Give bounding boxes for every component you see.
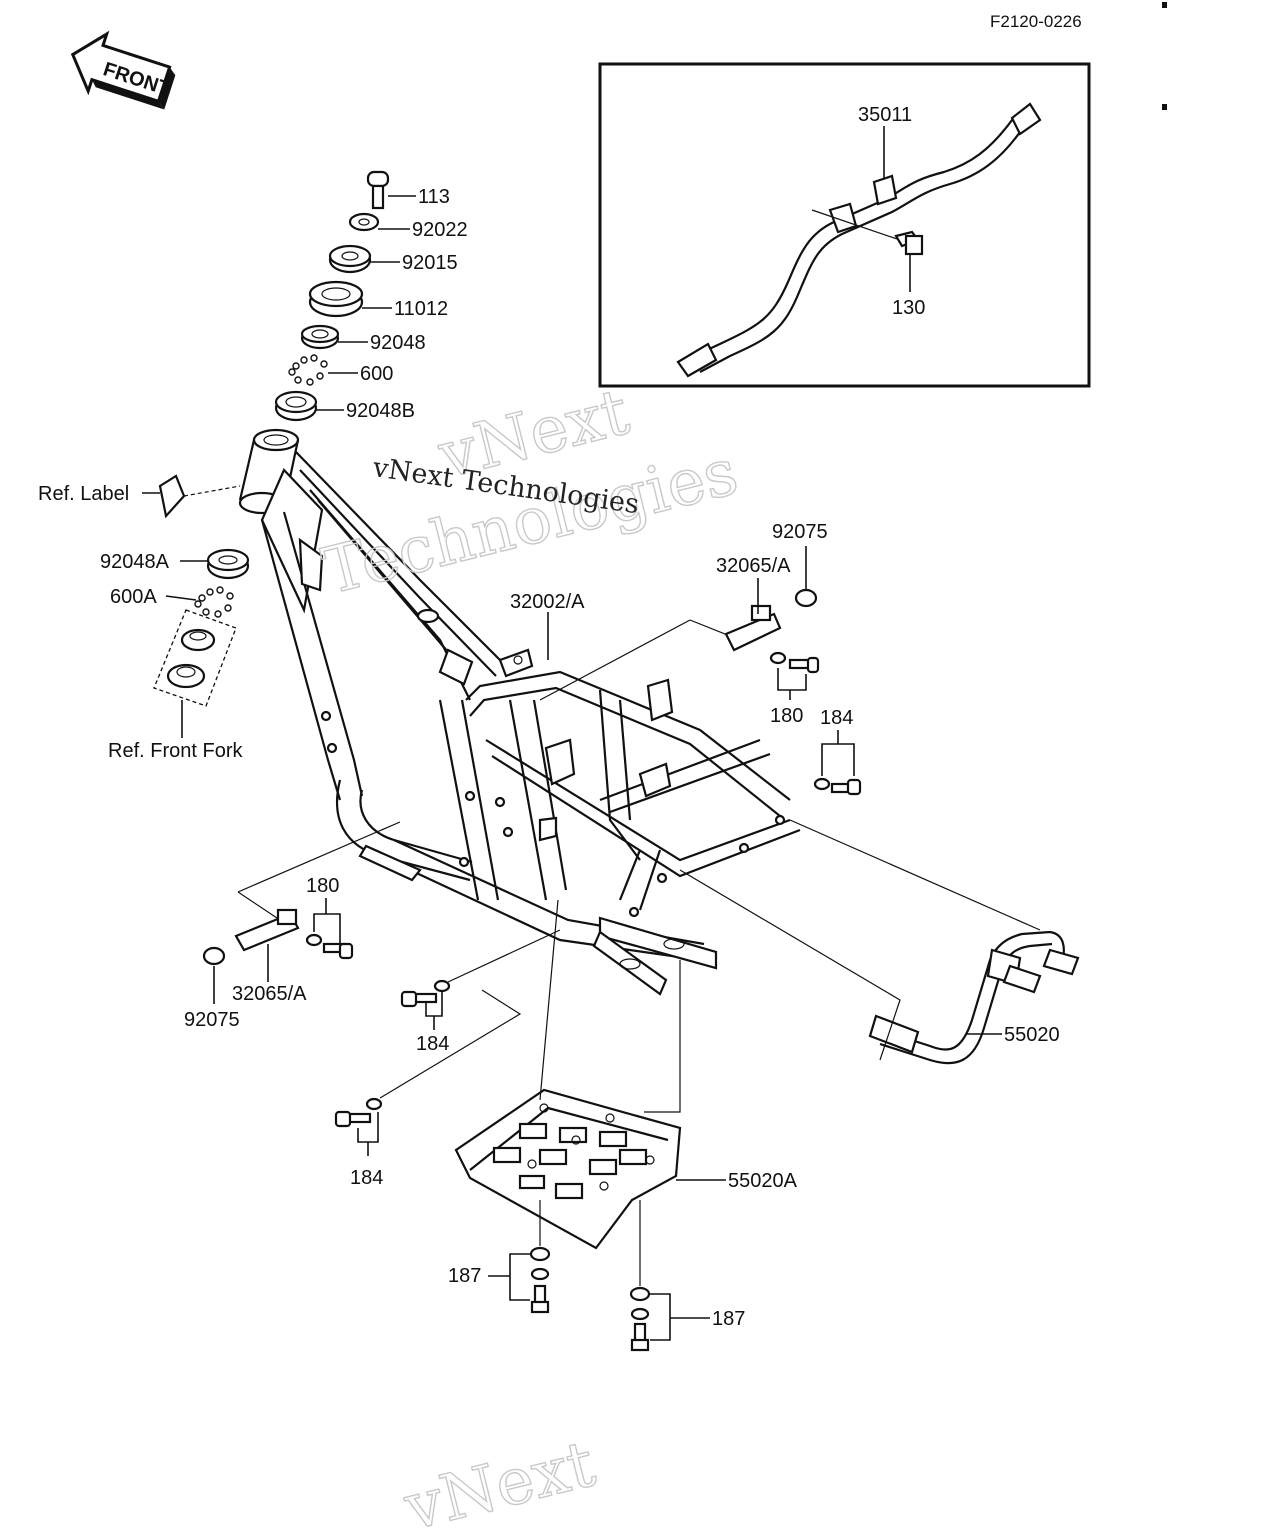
callout-35011: 35011 <box>858 104 912 126</box>
callout-ref-front-fork: Ref. Front Fork <box>108 740 243 762</box>
bolt-113 <box>366 170 390 210</box>
cap-92075-left <box>202 946 226 966</box>
watermark-bottom: vNext <box>397 1427 602 1536</box>
fastener-187-right <box>629 1286 651 1352</box>
callout-92048: 92048 <box>370 332 426 354</box>
callout-184-low: 184 <box>350 1167 383 1189</box>
race-92048B <box>274 390 318 422</box>
callout-600A: 600A <box>110 586 157 608</box>
balls-600A <box>194 586 234 618</box>
bolt-180-top <box>769 651 820 674</box>
corner-mark <box>1162 104 1167 110</box>
callout-92015: 92015 <box>402 252 458 274</box>
drawing-code: F2120-0226 <box>990 12 1082 31</box>
race-92048 <box>300 324 340 350</box>
callout-92048B: 92048B <box>346 400 415 422</box>
callout-180-top: 180 <box>770 705 803 727</box>
front-arrow-icon: FRONT <box>70 30 176 110</box>
cap-92075-top <box>794 588 818 608</box>
bracket-32065-top <box>724 604 782 652</box>
nut-92015 <box>328 244 372 274</box>
steering-stack: 113 92022 92015 11012 92048 <box>274 170 468 422</box>
fastener-187-left <box>529 1246 551 1314</box>
bolt-184-right <box>813 777 862 796</box>
bolt-180-left <box>305 933 354 960</box>
callout-92075-left: 92075 <box>184 1009 240 1031</box>
grab-bar-55020 <box>868 930 1080 1065</box>
callout-55020A: 55020A <box>728 1170 798 1192</box>
frame-32002 <box>238 428 801 996</box>
corner-mark <box>1162 2 1167 8</box>
balls-600 <box>288 354 328 386</box>
seal-11012 <box>308 280 364 318</box>
callout-32002: 32002/A <box>510 591 585 613</box>
race-92048A <box>206 548 250 580</box>
callout-92075-top: 92075 <box>772 521 828 543</box>
ref-label-tag <box>158 474 186 519</box>
callout-187-right: 187 <box>712 1308 745 1330</box>
callout-92048A: 92048A <box>100 551 170 573</box>
bolt-184-mid <box>400 979 451 1008</box>
callout-130: 130 <box>892 297 925 319</box>
callout-32065-top: 32065/A <box>716 555 791 577</box>
skid-plate-55020A <box>454 1088 682 1250</box>
callout-184-mid: 184 <box>416 1033 449 1055</box>
callout-113: 113 <box>418 186 450 208</box>
callout-187-left: 187 <box>448 1265 481 1287</box>
bracket-32065-left <box>234 908 300 952</box>
grab-rail-35011 <box>676 102 1042 378</box>
inset-box: 35011 130 <box>598 62 1091 388</box>
callout-600: 600 <box>360 363 393 385</box>
bolt-184-low <box>334 1097 383 1128</box>
washer-92022 <box>348 212 380 232</box>
ref-front-fork-group <box>153 609 237 707</box>
callout-55020: 55020 <box>1004 1024 1060 1046</box>
callout-ref-label: Ref. Label <box>38 483 129 505</box>
callout-180-left: 180 <box>306 875 339 897</box>
callout-11012: 11012 <box>394 298 448 320</box>
callout-184-right: 184 <box>820 707 853 729</box>
callout-92022: 92022 <box>412 219 468 241</box>
callout-32065-left: 32065/A <box>232 983 307 1005</box>
